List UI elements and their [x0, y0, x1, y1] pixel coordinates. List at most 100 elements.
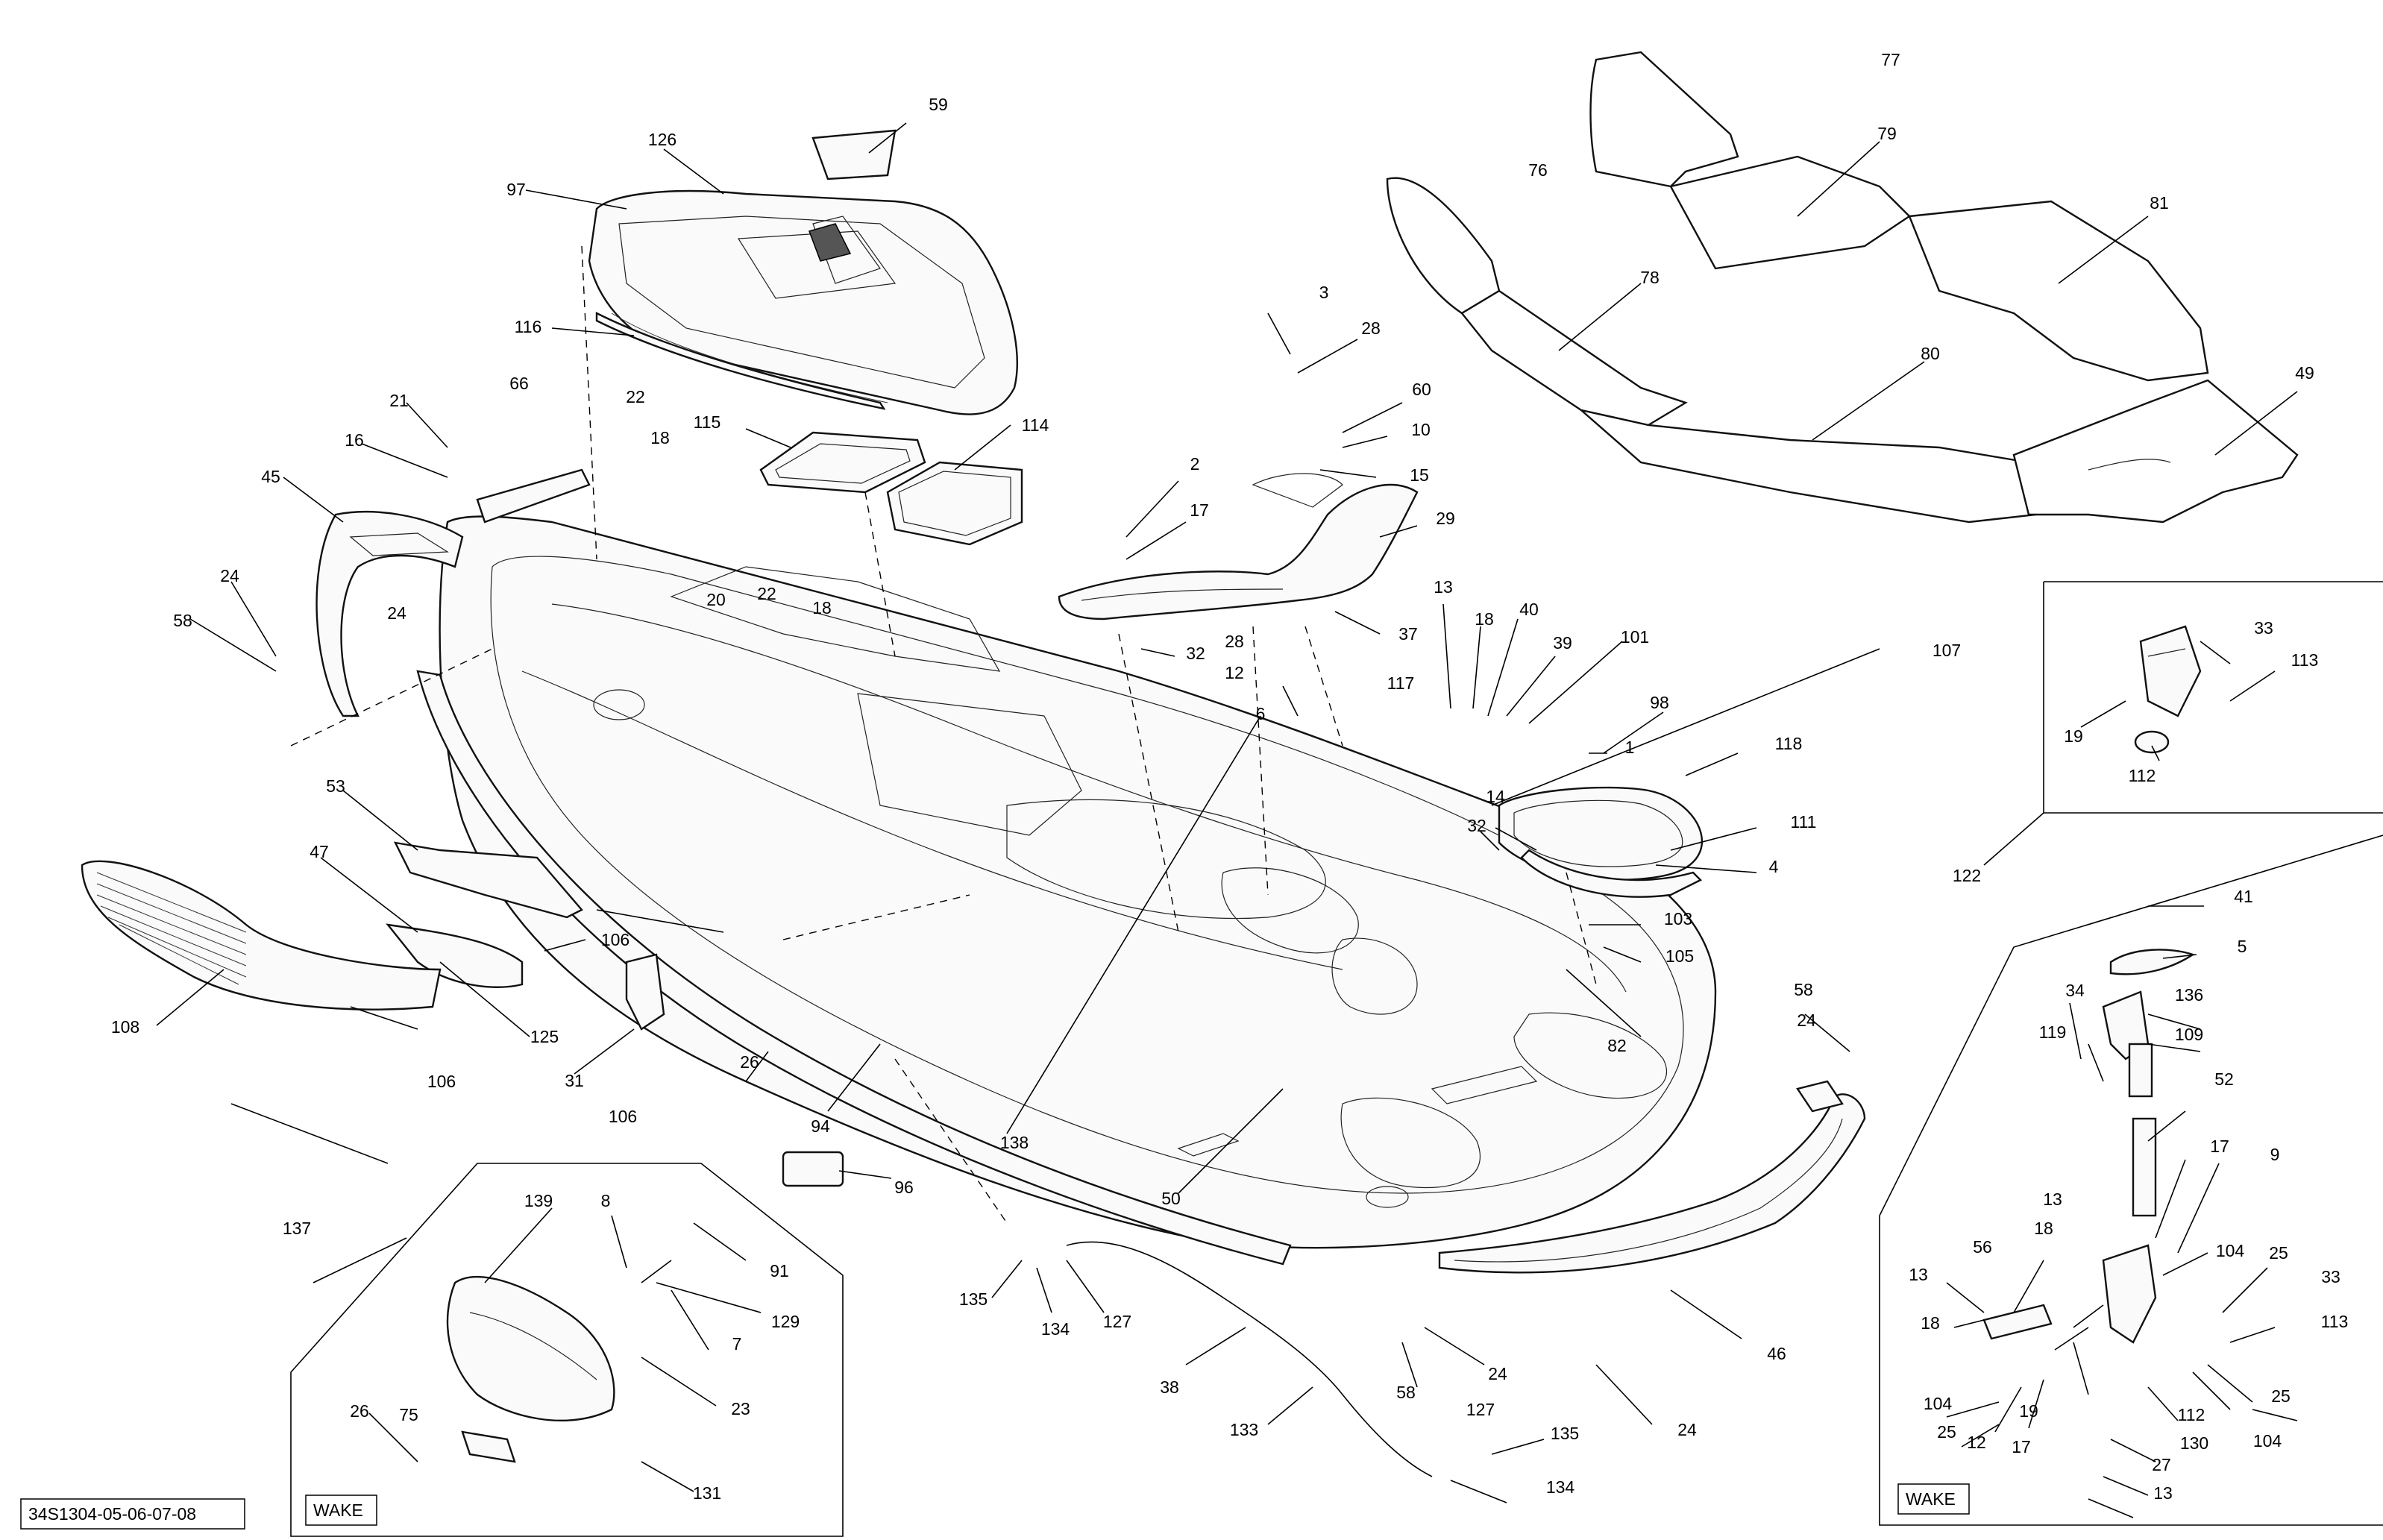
part-label-94: 94: [811, 1116, 830, 1136]
part-label-117: 117: [1387, 673, 1415, 693]
part-label-136: 136: [2175, 985, 2203, 1005]
part-label-1: 1: [1625, 738, 1635, 757]
wake-tag-right-box: [1897, 1483, 1970, 1515]
part-label-23: 23: [731, 1399, 750, 1418]
part-label-50: 50: [1161, 1189, 1181, 1208]
part-label-127-1: 127: [1103, 1312, 1131, 1331]
part-label-125: 125: [530, 1027, 559, 1046]
part-label-137: 137: [283, 1219, 311, 1238]
part-label-59: 59: [929, 95, 948, 114]
part-label-134-1: 134: [1041, 1319, 1070, 1339]
part-label-82: 82: [1607, 1036, 1627, 1055]
part-label-58-1: 58: [173, 611, 192, 630]
clamp-112-top: [2134, 730, 2170, 754]
part-label-18-3: 18: [1475, 609, 1494, 629]
part-label-28-1: 28: [1361, 318, 1381, 338]
leader-lines: [156, 122, 2298, 1518]
part-label-8: 8: [601, 1191, 611, 1210]
part-label-80: 80: [1921, 344, 1940, 363]
deck-mats: [1386, 51, 2299, 524]
wake-box-left: [290, 1163, 844, 1537]
part-label-60: 60: [1412, 380, 1431, 399]
part-label-129: 129: [771, 1312, 800, 1331]
wake-tag-left-box: [305, 1495, 377, 1526]
part-label-34: 34: [2065, 981, 2085, 1000]
part-label-18-2: 18: [812, 598, 832, 617]
part-label-127-2: 127: [1466, 1400, 1495, 1419]
wake-tag-left: WAKE: [313, 1500, 363, 1520]
hull-body: [416, 515, 1717, 1266]
part-label-18-1: 18: [650, 428, 670, 447]
part-label-41: 41: [2234, 887, 2253, 906]
part-label-53: 53: [326, 776, 345, 796]
part-label-25-1: 25: [2269, 1243, 2288, 1263]
part-label-135-1: 135: [959, 1289, 988, 1309]
part-label-45: 45: [261, 467, 280, 486]
part-label-108: 108: [111, 1017, 139, 1037]
part-label-47: 47: [310, 842, 329, 861]
cover-59: [811, 129, 897, 180]
part-96: [782, 1151, 844, 1187]
pole-top-109: [2128, 1043, 2153, 1098]
part-label-20: 20: [706, 590, 726, 609]
part-label-135-2: 135: [1551, 1424, 1579, 1443]
part-label-32-1: 32: [1186, 644, 1205, 663]
part-label-75: 75: [399, 1405, 418, 1424]
part-label-22-1: 22: [626, 387, 645, 406]
part-label-56: 56: [1973, 1237, 1992, 1257]
part-label-118: 118: [1775, 734, 1803, 753]
clamp-bottom: [2102, 1244, 2157, 1344]
part-label-113-2: 113: [2321, 1312, 2349, 1331]
part-label-19-1: 19: [2064, 726, 2083, 746]
part-label-77: 77: [1881, 50, 1900, 69]
part-label-39: 39: [1553, 633, 1572, 653]
part-label-24-3: 24: [1797, 1011, 1816, 1030]
part-label-16: 16: [345, 430, 364, 450]
seal-116: [595, 312, 886, 410]
wake-tag-right: WAKE: [1906, 1489, 1956, 1509]
seal-115: [759, 431, 926, 494]
part-label-133: 133: [1230, 1420, 1258, 1439]
part-label-18-5: 18: [1921, 1313, 1940, 1333]
front-bumper-46: [1438, 1093, 1866, 1274]
grille-mesh: [96, 872, 247, 985]
part-label-13-2: 13: [2043, 1189, 2062, 1209]
part-label-26-2: 26: [350, 1401, 369, 1421]
part-label-52: 52: [2214, 1069, 2234, 1089]
part-label-106-1: 106: [601, 930, 629, 949]
part-label-106-3: 106: [609, 1107, 637, 1126]
part-label-12-1: 12: [1225, 663, 1244, 682]
part-label-119: 119: [2039, 1022, 2067, 1042]
mat-81: [1908, 200, 2209, 382]
part-label-24-5: 24: [1677, 1420, 1697, 1439]
part-label-115: 115: [694, 412, 721, 432]
part-label-13-4: 13: [2153, 1483, 2173, 1503]
tower-139: [446, 1275, 615, 1422]
side-bumper-45: [315, 511, 464, 717]
diagram-id-text: 34S1304-05-06-07-08: [28, 1504, 196, 1524]
panel-75: [461, 1430, 516, 1463]
mat-76: [1386, 177, 1501, 315]
part-label-31: 31: [565, 1071, 584, 1090]
lid-seal-111: [1520, 849, 1703, 898]
part-label-24-2: 24: [387, 603, 406, 623]
part-label-12-2: 12: [1967, 1433, 1986, 1452]
part-label-3: 3: [1319, 283, 1329, 302]
part-label-98: 98: [1650, 693, 1669, 712]
part-label-79: 79: [1877, 124, 1897, 143]
part-label-116: 116: [515, 317, 542, 336]
part-label-21: 21: [389, 391, 409, 410]
part-label-58-3: 58: [1396, 1383, 1416, 1402]
mat-78: [1460, 289, 1688, 427]
part-label-7: 7: [732, 1334, 742, 1354]
part-label-25-3: 25: [1937, 1422, 1956, 1442]
diagram-id-box: [20, 1498, 245, 1530]
pole-52: [2132, 1117, 2157, 1217]
part-label-104-3: 104: [2253, 1431, 2282, 1451]
part-label-40: 40: [1519, 600, 1539, 619]
part-label-17-1: 17: [1190, 500, 1209, 520]
part-label-15: 15: [1410, 465, 1429, 485]
part-label-109: 109: [2175, 1025, 2203, 1044]
part-label-29: 29: [1436, 509, 1455, 528]
